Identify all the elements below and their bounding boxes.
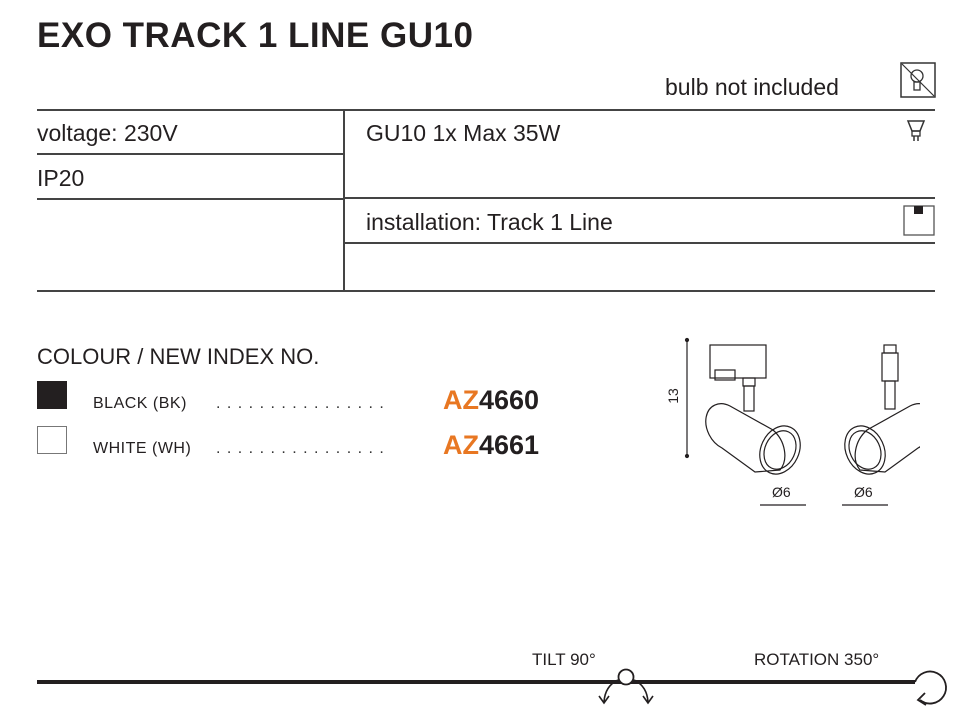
table-top-divider bbox=[37, 109, 935, 111]
white-swatch bbox=[37, 426, 67, 454]
variant-code: AZ4661 bbox=[443, 430, 540, 460]
divider bbox=[37, 153, 344, 155]
table-column-divider bbox=[343, 109, 345, 291]
variant-code: AZ4660 bbox=[443, 385, 540, 415]
tilt-icon bbox=[598, 668, 654, 705]
installation-spec: installation: Track 1 Line bbox=[366, 209, 613, 235]
colour-heading: COLOUR / NEW INDEX NO. bbox=[37, 344, 320, 369]
diameter-dimension-right: Ø6 bbox=[854, 484, 873, 500]
variant-name: WHITE (WH) bbox=[93, 440, 192, 457]
voltage-spec: voltage: 230V bbox=[37, 120, 178, 146]
tilt-label: TILT 90° bbox=[532, 650, 596, 669]
variant-name: BLACK (BK) bbox=[93, 395, 187, 412]
ip-rating-spec: IP20 bbox=[37, 165, 85, 191]
bulb-not-included-label: bulb not included bbox=[665, 74, 839, 100]
gu10-bulb-icon bbox=[906, 120, 926, 141]
table-bottom-divider bbox=[37, 290, 935, 292]
black-swatch bbox=[37, 381, 67, 409]
bulb-spec: GU10 1x Max 35W bbox=[366, 120, 561, 146]
no-bulb-icon bbox=[900, 62, 936, 98]
diameter-dimension-left: Ø6 bbox=[772, 484, 791, 500]
leader-dots: . . . . . . . . . . . . . . . . bbox=[216, 395, 385, 412]
divider bbox=[344, 242, 935, 244]
height-dimension: 13 bbox=[664, 388, 681, 404]
leader-dots: . . . . . . . . . . . . . . . . bbox=[216, 440, 385, 457]
divider bbox=[37, 198, 344, 200]
base-line bbox=[37, 680, 915, 684]
rotation-icon bbox=[914, 670, 947, 706]
product-title: EXO TRACK 1 LINE GU10 bbox=[37, 16, 474, 55]
divider bbox=[344, 197, 935, 199]
dimension-drawing bbox=[684, 337, 920, 506]
rotation-label: ROTATION 350° bbox=[754, 650, 880, 669]
track-installation-icon bbox=[903, 205, 935, 236]
